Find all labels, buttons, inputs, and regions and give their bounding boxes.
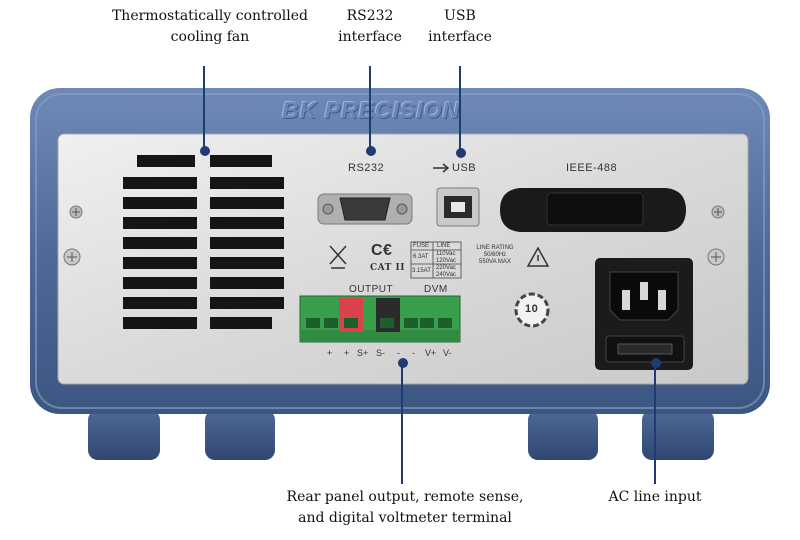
ac-input-callout: AC line input xyxy=(608,489,702,505)
usb-leader-dot xyxy=(456,148,466,158)
fuse-header: FUSE xyxy=(413,243,430,249)
rs232-connector xyxy=(317,193,413,225)
terminal-label: S+ xyxy=(357,348,369,358)
fuse-table-box xyxy=(410,241,462,279)
rs232-leader-line xyxy=(369,66,371,150)
usb-callout: USB interface xyxy=(428,8,492,45)
dvm-label: DVM xyxy=(424,284,448,295)
rohs-years: 10 xyxy=(525,303,539,315)
usb-panel-label: USB xyxy=(452,162,477,174)
rs232-leader-dot xyxy=(366,146,376,156)
regulatory-symbols xyxy=(329,245,550,269)
rs232-callout: RS232 interface xyxy=(338,8,402,45)
fan-leader-line xyxy=(203,66,205,150)
terminal-label: + xyxy=(344,348,350,358)
ieee-panel-label: IEEE-488 xyxy=(566,162,618,174)
fuse-row-1: 6.3AT xyxy=(413,254,429,260)
fan-leader-dot xyxy=(200,146,210,156)
terminal-label: - xyxy=(397,348,400,358)
terminal-block xyxy=(299,295,461,343)
terminal-label: V+ xyxy=(425,348,437,358)
ac-leader-line xyxy=(654,362,656,484)
rohs-badge xyxy=(514,292,550,328)
output-label: OUTPUT xyxy=(349,284,394,295)
terminal-label: - xyxy=(412,348,415,358)
usb-leader-line xyxy=(459,66,461,152)
ac-inlet xyxy=(595,258,693,370)
terminal-label: + xyxy=(327,348,333,358)
rubber-feet xyxy=(88,410,714,460)
terminal-label: S- xyxy=(376,348,385,358)
line-row-2: 220Vac 240Vac xyxy=(436,265,456,278)
line-row-1: 110Vac 120Vac xyxy=(436,251,456,264)
fuse-row-2: 3.15AT xyxy=(412,268,431,274)
ieee488-connector xyxy=(500,188,686,232)
ac-leader-dot xyxy=(651,358,661,368)
fan-grille xyxy=(123,155,284,329)
line-rating: LINE RATING 50/60Hz 550VA MAX xyxy=(476,245,514,265)
line-header: LINE xyxy=(437,243,451,249)
panel-screws xyxy=(63,205,725,266)
brand-logo: BK PRECISION xyxy=(282,97,461,123)
ce-mark: C€ xyxy=(371,242,393,259)
fan-callout: Thermostatically controlled cooling fan xyxy=(111,8,309,45)
rs232-panel-label: RS232 xyxy=(348,162,385,174)
rear-terminal-callout: Rear panel output, remote sense, and dig… xyxy=(286,489,524,526)
usb-port xyxy=(433,163,480,227)
terminal-leader-line xyxy=(401,362,403,484)
terminal-leader-dot xyxy=(398,358,408,368)
cat-label: CAT II xyxy=(370,263,405,273)
terminal-label: V- xyxy=(443,348,452,358)
